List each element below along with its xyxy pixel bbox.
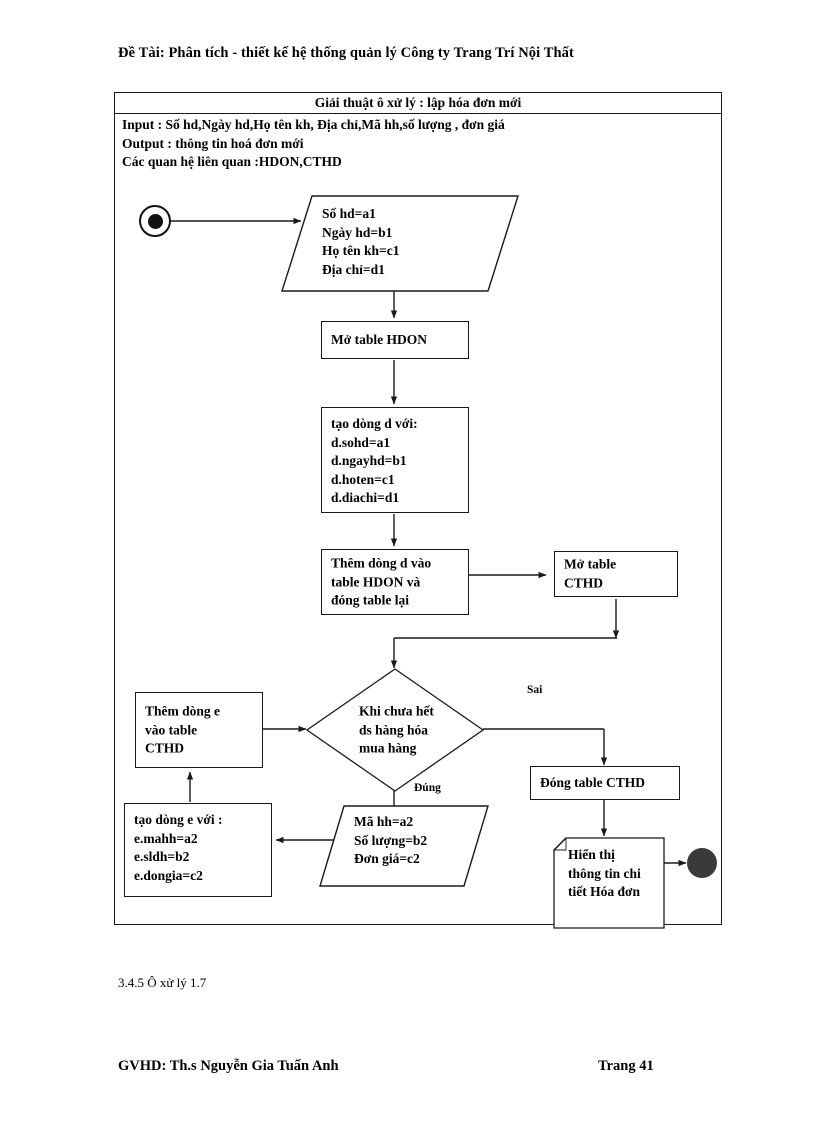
document-show-invoice-label: Hiển thị thông tin chi tiết Hóa đơn xyxy=(568,847,641,899)
decision-loop-items: Khi chưa hết ds hàng hóa mua hàng xyxy=(305,668,485,792)
process-close-cthd: Đóng table CTHD xyxy=(530,766,680,800)
algorithm-output: Output : thông tin hoá đơn mới xyxy=(122,135,304,151)
process-close-cthd-label: Đóng table CTHD xyxy=(540,774,646,790)
page-title: Đề Tài: Phân tích - thiết kế hệ thống qu… xyxy=(118,45,574,61)
process-insert-row-cthd-label: Thêm dòng e vào table CTHD xyxy=(145,703,221,756)
io-input-item-label: Mã hh=a2 Số lượng=b2 Đơn giá=c2 xyxy=(354,814,428,866)
algorithm-relations: Các quan hệ liên quan :HDON,CTHD xyxy=(122,154,342,169)
footer-page-number: Trang 41 xyxy=(598,1058,654,1074)
end-terminator xyxy=(687,848,717,878)
process-open-hdon-label: Mở table HDON xyxy=(331,331,427,347)
document-show-invoice: Hiển thị thông tin chi tiết Hóa đơn xyxy=(553,837,665,929)
algorithm-heading: Giải thuật ô xử lý : lập hóa đơn mới xyxy=(115,93,721,114)
process-open-cthd: Mở table CTHD xyxy=(554,551,678,597)
process-insert-row-cthd: Thêm dòng e vào table CTHD xyxy=(135,692,263,768)
io-input-item: Mã hh=a2 Số lượng=b2 Đơn giá=c2 xyxy=(319,805,489,887)
process-open-hdon: Mở table HDON xyxy=(321,321,469,359)
algorithm-meta: Input : Số hd,Ngày hd,Họ tên kh, Địa chỉ… xyxy=(122,116,716,172)
io-input-invoice-header-label: Số hd=a1 Ngày hd=b1 Họ tên kh=c1 Địa chỉ… xyxy=(322,206,400,277)
process-insert-row-hdon: Thêm dòng d vào table HDON và đóng table… xyxy=(321,549,469,615)
process-make-row-d: tạo dòng d với: d.sohd=a1 d.ngayhd=b1 d.… xyxy=(321,407,469,513)
start-terminator xyxy=(139,205,171,237)
process-make-row-e-label: tạo dòng e với : e.mahh=a2 e.sldh=b2 e.d… xyxy=(134,812,223,883)
process-insert-row-hdon-label: Thêm dòng d vào table HDON và đóng table… xyxy=(331,555,432,608)
algorithm-input: Input : Số hd,Ngày hd,Họ tên kh, Địa chỉ… xyxy=(122,117,505,132)
edge-label-false: Sai xyxy=(527,684,543,696)
decision-loop-items-label: Khi chưa hết ds hàng hóa mua hàng xyxy=(359,703,434,756)
edge-label-true: Đúng xyxy=(414,782,441,794)
footer-advisor: GVHD: Th.s Nguyễn Gia Tuấn Anh xyxy=(118,1058,339,1074)
io-input-invoice-header: Số hd=a1 Ngày hd=b1 Họ tên kh=c1 Địa chỉ… xyxy=(281,195,519,292)
process-make-row-d-label: tạo dòng d với: d.sohd=a1 d.ngayhd=b1 d.… xyxy=(331,416,418,505)
figure-caption: 3.4.5 Ô xử lý 1.7 xyxy=(118,975,207,990)
process-make-row-e: tạo dòng e với : e.mahh=a2 e.sldh=b2 e.d… xyxy=(124,803,272,897)
process-open-cthd-label: Mở table CTHD xyxy=(564,556,617,591)
